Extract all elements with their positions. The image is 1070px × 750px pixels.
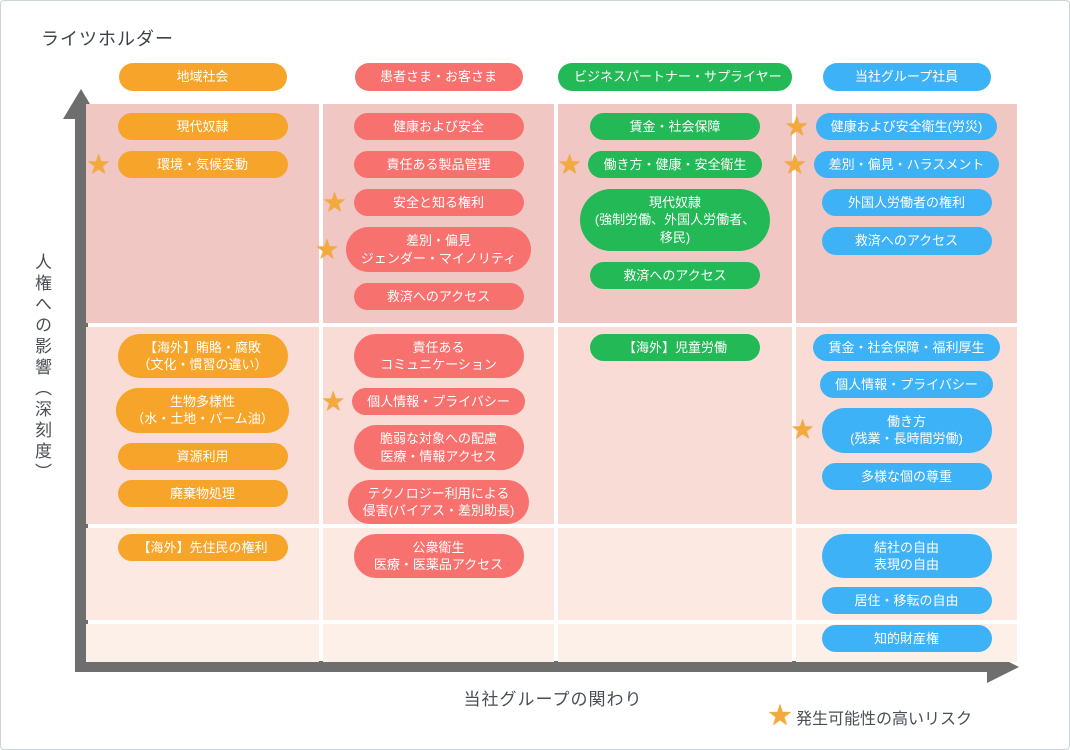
matrix-cell-employees-row4: 知的財産権	[796, 624, 1017, 662]
risk-pill: 廃棄物処理	[117, 479, 288, 507]
column-headers: 地域社会 患者さま・お客さま ビジネスパートナー・サプライヤー 当社グループ社員	[86, 61, 1017, 93]
risk-pill: 差別・偏見・ハラスメント	[813, 151, 1000, 179]
star-icon: ★	[86, 149, 111, 180]
risk-pill: 働き方・健康・安全衛生	[588, 151, 762, 179]
risk-matrix: 現代奴隷 ★環境・気候変動 健康および安全 責任ある製品管理 ★安全と知る権利 …	[86, 104, 1017, 662]
risk-pill: 働き方 (残業・長時間労働)	[821, 408, 992, 453]
matrix-cell-partners-row4	[558, 624, 792, 662]
matrix-cell-customers-row4	[323, 624, 554, 662]
risk-pill: 責任ある製品管理	[353, 151, 524, 179]
risk-pill: 資源利用	[117, 442, 288, 470]
legend-star-icon: ★	[767, 700, 793, 732]
risk-pill: 居住・移転の自由	[821, 587, 992, 615]
y-axis-label: 人権への影響（深刻度）	[32, 253, 51, 484]
risk-pill: 責任ある コミュニケーション	[353, 334, 524, 379]
risk-pill: 結社の自由 表現の自由	[821, 534, 992, 579]
risk-pill: 健康および安全	[353, 113, 524, 141]
matrix-cell-customers-row2: 責任ある コミュニケーション ★個人情報・プライバシー 脆弱な対象への配慮 医療…	[321, 327, 554, 525]
legend-label: 発生可能性の高いリスク	[796, 710, 973, 728]
star-icon: ★	[784, 111, 809, 142]
risk-pill: テクノロジー利用による 侵害(バイアス・差別助長)	[347, 479, 530, 525]
matrix-cell-community-row2: 【海外】賄賂・腐敗 （文化・慣習の違い） 生物多様性 （水・土地・パーム油） 資…	[86, 327, 319, 524]
matrix-cell-partners-row2: 【海外】児童労働	[558, 327, 792, 524]
matrix-cell-community-row3: 【海外】先住民の権利	[86, 528, 319, 620]
matrix-cell-employees-row2: 賃金・社会保障・福利厚生 個人情報・プライバシー ★働き方 (残業・長時間労働)…	[791, 327, 1017, 524]
risk-pill: 賃金・社会保障・福利厚生	[813, 334, 1000, 362]
risk-pill: 多様な個の尊重	[821, 462, 992, 490]
matrix-cell-customers-row3: 公衆衛生 医療・医薬品アクセス	[323, 528, 554, 620]
risk-pill: 個人情報・プライバシー	[820, 371, 993, 399]
risk-pill: 救済へのアクセス	[590, 261, 760, 289]
risk-pill: 現代奴隷 (強制労働、外国人労働者、 移民)	[579, 189, 771, 251]
risk-pill: 安全と知る権利	[353, 189, 524, 217]
risk-pill: 差別・偏見 ジェンダー・マイノリティ	[345, 227, 532, 272]
matrix-cell-partners-row3	[558, 528, 792, 620]
star-icon: ★	[314, 234, 340, 265]
risk-pill: 環境・気候変動	[117, 151, 288, 179]
risk-pill: 賃金・社会保障	[590, 113, 760, 141]
risk-pill: 脆弱な対象への配慮 医療・情報アクセス	[353, 425, 524, 470]
matrix-cell-community-row1: 現代奴隷 ★環境・気候変動	[86, 104, 319, 323]
column-header-employees: 当社グループ社員	[822, 62, 991, 92]
star-icon: ★	[790, 414, 815, 445]
risk-pill: 救済へのアクセス	[353, 282, 524, 310]
column-header-partners: ビジネスパートナー・サプライヤー	[558, 62, 792, 92]
matrix-cell-employees-row1: ★健康および安全衛生(労災) ★差別・偏見・ハラスメント 外国人労働者の権利 救…	[783, 104, 1017, 323]
risk-pill: 【海外】児童労働	[590, 334, 760, 362]
column-header-customers: 患者さま・お客さま	[354, 62, 523, 92]
risk-pill: 公衆衛生 医療・医薬品アクセス	[353, 534, 524, 579]
page-title: ライツホルダー	[41, 29, 174, 49]
matrix-cell-customers-row1: 健康および安全 責任ある製品管理 ★安全と知る権利 ★差別・偏見 ジェンダー・マ…	[315, 104, 554, 323]
risk-pill: 生物多様性 （水・土地・パーム油）	[116, 388, 289, 433]
star-icon: ★	[321, 386, 346, 417]
risk-pill: 救済へのアクセス	[821, 227, 992, 255]
x-axis-arrow	[75, 661, 989, 672]
risk-pill: 個人情報・プライバシー	[352, 388, 525, 416]
matrix-cell-partners-row1: 賃金・社会保障 ★働き方・健康・安全衛生 現代奴隷 (強制労働、外国人労働者、 …	[557, 104, 792, 323]
star-icon: ★	[782, 149, 807, 180]
risk-pill: 知的財産権	[821, 625, 992, 653]
star-icon: ★	[322, 187, 347, 218]
risk-pill: 健康および安全衛生(労災)	[815, 113, 998, 141]
risk-pill: 外国人労働者の権利	[821, 189, 992, 217]
column-header-community: 地域社会	[118, 62, 287, 92]
y-axis-arrow	[75, 117, 88, 662]
risk-pill: 【海外】賄賂・腐敗 （文化・慣習の違い）	[117, 334, 288, 379]
risk-pill: 【海外】先住民の権利	[117, 534, 288, 562]
star-icon: ★	[557, 149, 582, 180]
matrix-cell-community-row4	[86, 624, 319, 662]
matrix-cell-employees-row3: 結社の自由 表現の自由 居住・移転の自由	[796, 528, 1017, 620]
legend: ★ 発生可能性の高いリスク	[767, 702, 972, 731]
x-axis-label: 当社グループの関わり	[463, 690, 643, 709]
risk-pill: 現代奴隷	[117, 113, 288, 141]
